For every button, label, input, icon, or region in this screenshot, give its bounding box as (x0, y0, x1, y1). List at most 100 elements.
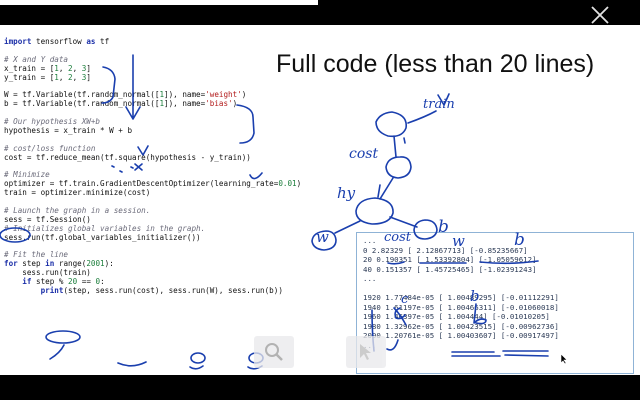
hand-label-cost: cost (349, 146, 379, 162)
code-line: import tensorflow as tf (4, 37, 304, 47)
code-token: ) (241, 90, 247, 100)
code-token: 0 (95, 277, 101, 287)
close-button[interactable] (588, 3, 612, 27)
hand-label-hy: hy (337, 184, 356, 202)
run-train-circle (45, 330, 81, 344)
code-token: in (45, 259, 55, 269)
code-line: # X and Y data (4, 54, 304, 65)
code-token: sess.run(tf.global_variables_initializer… (4, 232, 201, 242)
hand-label-w: w (316, 228, 329, 246)
code-token: 2001 (86, 259, 105, 269)
hand-label-b: b (438, 217, 449, 237)
code-token: , (72, 72, 82, 82)
hyp-node-line (377, 184, 381, 198)
code-token: W = tf.Variable(tf.random_normal([ (4, 90, 160, 100)
output-line: 1980 1.32962e-05 [ 1.00423515] [-0.00962… (363, 321, 559, 331)
code-token: tensorflow (31, 37, 87, 46)
bottom-letterbox (0, 353, 640, 400)
code-token: == (77, 277, 96, 287)
code-token: sess.run(train) (4, 268, 91, 278)
code-line: # Launch the graph in a session. (4, 205, 304, 216)
code-token: # Our hypothesis XW+b (4, 117, 101, 127)
code-line: # Fit the line (4, 250, 304, 260)
code-token: cost = tf.reduce_mean(tf.square(hypothes… (4, 152, 251, 162)
code-token: b = tf.Variable(tf.random_normal([ (4, 99, 160, 109)
output-line: ... (363, 341, 559, 351)
code-token: if (22, 277, 32, 287)
magnifier-icon (265, 343, 283, 361)
code-token: tf (95, 37, 110, 46)
code-token: 3 (81, 72, 87, 82)
zoom-button[interactable] (254, 336, 294, 368)
code-token: 1 (54, 63, 59, 73)
code-token: 2 (68, 72, 73, 82)
mouse-cursor-icon (560, 353, 568, 365)
code-token: ]), name= (164, 90, 206, 100)
output-line (363, 284, 559, 294)
code-token: for (4, 259, 18, 269)
train-arrow (407, 110, 437, 124)
code-line: b = tf.Variable(tf.random_normal([1]), n… (4, 99, 304, 109)
code-token: 1 (54, 72, 59, 82)
output-text: ...0 2.82329 [ 2.12867713] [-0.85235667]… (363, 236, 559, 350)
code-token: ): (104, 259, 114, 269)
arrow-up-left (49, 344, 65, 360)
code-token: 'bias' (205, 99, 233, 109)
code-line: sess.run(tf.global_variables_initializer… (4, 232, 304, 243)
code-token: # Launch the graph in a session. (4, 205, 151, 215)
code-token: as (86, 37, 96, 46)
output-console: ...0 2.82329 [ 2.12867713] [-0.85235667]… (356, 232, 634, 374)
pointer-button[interactable] (346, 336, 386, 368)
code-line: x_train = [1, 2, 3] (4, 63, 304, 74)
code-token: import (4, 37, 32, 46)
code-token: 20 (68, 277, 78, 287)
output-line: 1960 1.46397e-05 [ 1.004444] [-0.0101020… (363, 312, 550, 321)
code-line: # Minimize (4, 170, 304, 180)
code-token: # Fit the line (4, 250, 69, 260)
code-line: # Our hypothesis XW+b (4, 117, 304, 127)
run-w-circle (190, 352, 206, 364)
code-token: ) (232, 99, 238, 109)
code-token: , (58, 72, 69, 82)
cost-node (385, 156, 412, 179)
code-token (4, 277, 22, 286)
hand-label-c-out2: c (401, 292, 409, 307)
code-token: train = optimizer.minimize(cost) (4, 188, 151, 198)
top-progress-strip (0, 0, 318, 5)
code-token: ] (86, 72, 91, 82)
code-line: for step in range(2001): (4, 259, 304, 269)
code-line: y_train = [1, 2, 3] (4, 72, 304, 83)
code-token: 0.01 (278, 179, 297, 189)
code-line: print(step, sess.run(cost), sess.run(W),… (4, 285, 304, 296)
close-icon (591, 6, 609, 24)
code-line: train = optimizer.minimize(cost) (4, 188, 304, 198)
output-line: 40 0.151357 [ 1.45725465] [-1.02391243] (363, 264, 537, 274)
code-token: step (17, 259, 46, 269)
code-token: ] (86, 63, 91, 73)
code-token: : (100, 277, 105, 287)
code-line: optimizer = tf.train.GradientDescentOpti… (4, 179, 304, 189)
output-line: 1940 1.61197e-05 [ 1.00466311] [-0.01060… (363, 302, 559, 312)
code-token: , (58, 63, 69, 73)
code-token: # X and Y data (4, 54, 69, 64)
edge-hyp-b (389, 216, 418, 228)
hand-label-b-out: b (514, 230, 525, 250)
output-line: ... (363, 236, 377, 245)
code-token: y_train = [ (4, 72, 55, 82)
code-token: 3 (81, 63, 87, 73)
code-token: , (72, 63, 82, 73)
top-letterbox (0, 0, 640, 25)
slide-title: Full code (less than 20 lines) (276, 50, 595, 78)
underline-w (189, 365, 204, 370)
code-token (4, 286, 41, 295)
code-token: ) (296, 179, 302, 189)
code-token: range( (54, 259, 87, 269)
code-token: # Initializes global variables in the gr… (4, 223, 206, 233)
train-node (375, 111, 408, 138)
code-token: (step, sess.run(cost), sess.run(W), sess… (63, 285, 283, 295)
code-line: sess.run(train) (4, 268, 304, 278)
code-token: step % (31, 277, 69, 287)
code-line: W = tf.Variable(tf.random_normal([1]), n… (4, 90, 304, 100)
